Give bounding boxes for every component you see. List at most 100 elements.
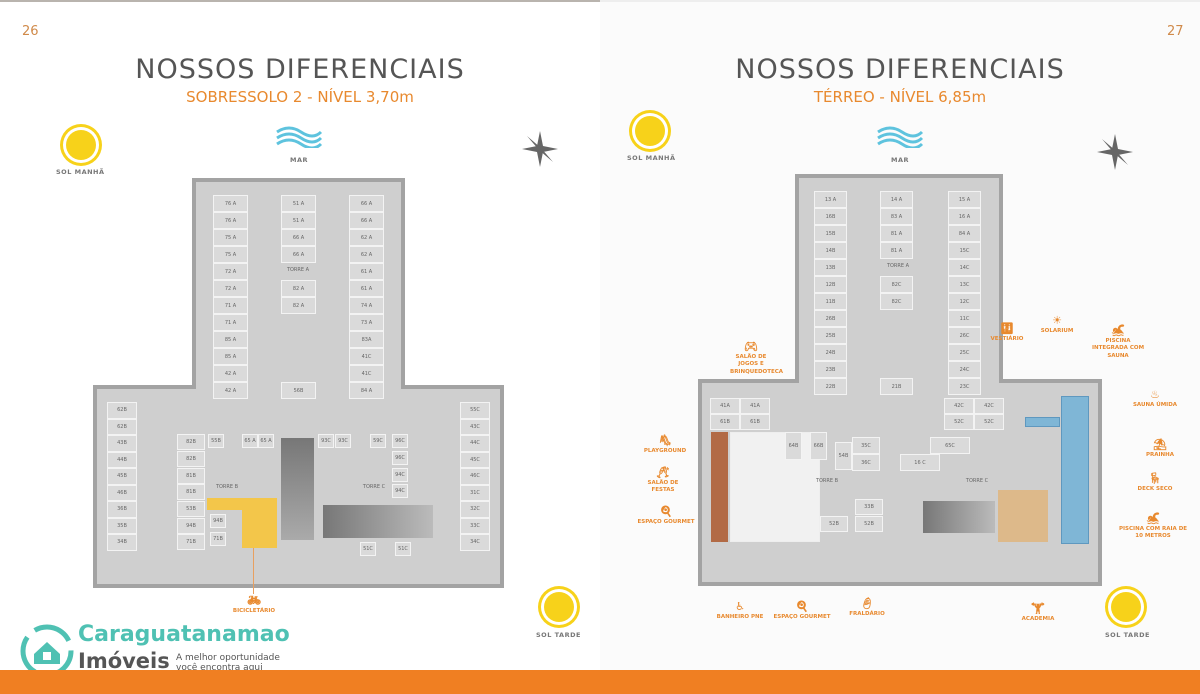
sea-label: MAR xyxy=(891,156,910,164)
page-title: NOSSOS DIFERENCIAIS xyxy=(735,54,1065,85)
amenity-bike: 🚲︎BICICLETÁRIO xyxy=(226,594,282,615)
parking-space: 44C xyxy=(460,435,490,452)
parking-space: 81B xyxy=(177,484,205,500)
parking-space: 62 A xyxy=(349,246,384,263)
parking-space: 81B xyxy=(177,468,205,484)
parking-space: 12B xyxy=(814,276,847,293)
parking-space: 66 A xyxy=(281,229,316,246)
parking-space: 65C xyxy=(930,437,970,454)
page-number: 26 xyxy=(22,24,39,39)
parking-space: 76 A xyxy=(213,212,248,229)
parking-space: 52B xyxy=(855,516,883,532)
parking-space: 75 A xyxy=(213,246,248,263)
parking-space: 81 A xyxy=(880,242,913,259)
parking-space: 42C xyxy=(974,398,1004,414)
parking-space: 62 A xyxy=(349,229,384,246)
parking-space: 34B xyxy=(107,534,137,551)
compass-icon xyxy=(522,131,558,167)
parking-space: 25C xyxy=(948,344,981,361)
chef-hat-icon: 🍳︎ xyxy=(659,505,673,518)
bicycle-icon: 🚲︎ xyxy=(247,594,261,607)
sea-waves-icon xyxy=(276,126,323,148)
parking-space: 42C xyxy=(944,398,974,414)
parking-space: 94C xyxy=(392,484,408,498)
parking-space: 82C xyxy=(880,293,913,310)
parking-space: 32C xyxy=(460,501,490,518)
sun-icon xyxy=(1111,592,1141,622)
parking-space: 93C xyxy=(318,434,334,448)
parking-space: 42 A xyxy=(213,365,248,382)
sun-icon xyxy=(635,116,665,146)
parking-space: 44B xyxy=(107,451,137,468)
parking-space: 55B xyxy=(208,434,224,448)
parking-space: 61 A xyxy=(349,280,384,297)
parking-space: 36C xyxy=(852,454,880,471)
sea-waves-icon xyxy=(877,126,924,148)
sauna xyxy=(1025,417,1060,427)
tower-label: TORRE A xyxy=(286,267,310,273)
parking-space: 82 A xyxy=(281,297,316,314)
parking-space: 43B xyxy=(107,435,137,452)
parking-space: 16 A xyxy=(948,208,981,225)
toast-icon: 🥂︎ xyxy=(656,466,670,479)
tower-label: TORRE C xyxy=(362,484,386,490)
ramp xyxy=(281,438,314,540)
parking-space: 15 A xyxy=(948,191,981,208)
ramp xyxy=(923,501,995,533)
parking-space: 46C xyxy=(460,468,490,485)
parking-space: 64B xyxy=(785,432,802,460)
parking-space: 46B xyxy=(107,484,137,501)
parking-space: 41C xyxy=(349,348,384,365)
parking-space: 83 A xyxy=(880,208,913,225)
amenity-name: SALÃO DE JOGOS E BRINQUEDOTECA xyxy=(730,354,784,375)
parking-space: 85 A xyxy=(213,331,248,348)
parking-space: 36B xyxy=(107,501,137,518)
parking-space: 12C xyxy=(948,293,981,310)
parking-space xyxy=(880,344,913,361)
sun-morning-label: SOL MANHÃ xyxy=(56,168,105,176)
parking-space: 83A xyxy=(349,331,384,348)
restroom-icon: 🚻︎ xyxy=(1000,322,1014,335)
parking-space: 72 A xyxy=(213,263,248,280)
parking-space: 76 A xyxy=(213,195,248,212)
parking-space: 41A xyxy=(740,398,770,414)
amenity-name: PISCINA COM RAIA DE 10 METROS xyxy=(1118,526,1188,540)
parking-space: 71 A xyxy=(213,314,248,331)
parking-space: 14B xyxy=(814,242,847,259)
parking-space xyxy=(880,327,913,344)
amenity-label: 🚻︎VESTIÁRIO xyxy=(988,322,1026,343)
amenity-label: 🏊︎PISCINA COM RAIA DE 10 METROS xyxy=(1118,512,1188,541)
parking-space: 26C xyxy=(948,327,981,344)
social-area xyxy=(730,432,820,542)
amenity-label: ⛱︎PRAINHA xyxy=(1140,438,1180,459)
parking-space: 11B xyxy=(814,293,847,310)
amenity-name: VESTIÁRIO xyxy=(990,336,1024,343)
page-title: NOSSOS DIFERENCIAIS xyxy=(135,54,465,85)
amenity-name: BANHEIRO PNE xyxy=(716,614,764,621)
parking-space: 52B xyxy=(820,516,848,532)
pool-ladder-icon: 🏊︎ xyxy=(1111,324,1125,337)
parking-space: 22B xyxy=(814,378,847,395)
parking-space: 41A xyxy=(710,398,740,414)
parking-space: 61B xyxy=(740,414,770,430)
parking-space: 56B xyxy=(281,382,316,399)
amenity-name: DECK SECO xyxy=(1137,486,1173,493)
parking-space: 14 A xyxy=(880,191,913,208)
parking-space: 84 A xyxy=(349,382,384,399)
parking-space: 94B xyxy=(210,514,226,528)
amenity-name: ESPAÇO GOURMET xyxy=(637,519,695,526)
parking-space: 75 A xyxy=(213,229,248,246)
page-number: 27 xyxy=(1167,24,1184,39)
parking-space xyxy=(281,331,316,348)
parking-space: 25B xyxy=(814,327,847,344)
parking-space: 82B xyxy=(177,451,205,467)
parking-space: 31C xyxy=(460,484,490,501)
amenity-label: 🍳︎ESPAÇO GOURMET xyxy=(772,600,832,621)
amenity-name: FRALDÁRIO xyxy=(849,611,885,618)
parking-space: 53B xyxy=(177,501,205,517)
parking-space: 42 A xyxy=(213,382,248,399)
parking-space: 66B xyxy=(810,432,827,460)
parking-space: 23B xyxy=(814,361,847,378)
tower-label: TORRE B xyxy=(815,478,839,484)
parking-space: 33C xyxy=(460,517,490,534)
